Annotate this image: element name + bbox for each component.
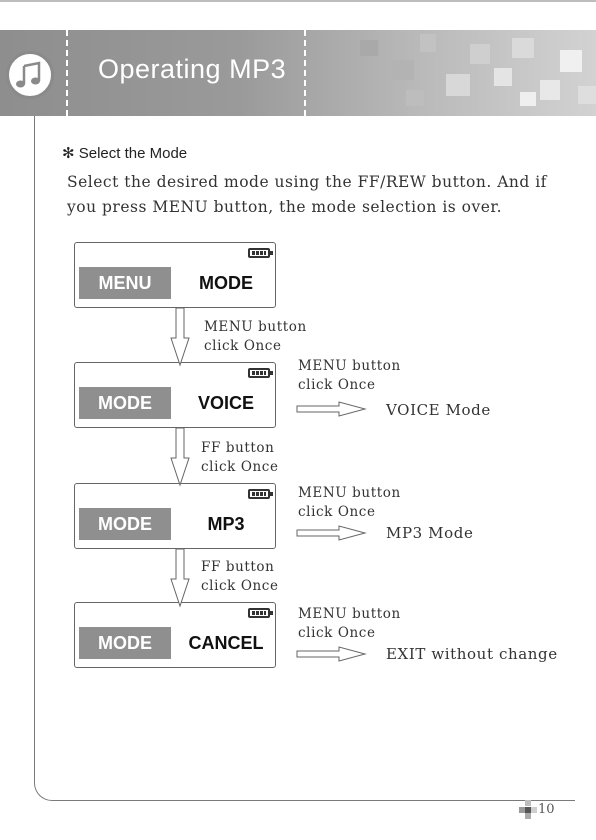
step-caption: FF button click Once <box>201 440 279 475</box>
page-mosaic-icon <box>519 800 537 819</box>
lcd-left-label: MODE <box>79 508 171 540</box>
lcd-left-label: MODE <box>79 627 171 659</box>
battery-icon <box>248 368 273 378</box>
right-arrow-icon <box>296 401 367 417</box>
section-heading: ✻ Select the Mode <box>62 144 187 162</box>
down-arrow-icon <box>170 548 190 608</box>
page-title: Operating MP3 <box>98 54 287 84</box>
lcd-left-label: MENU <box>79 267 171 299</box>
battery-icon <box>248 608 273 618</box>
music-note-icon <box>6 51 54 99</box>
right-arrow-icon <box>296 525 367 541</box>
result-caption: MENU button click Once <box>298 485 401 520</box>
lcd-screen-voice: MODE VOICE <box>74 362 276 428</box>
lcd-screen-menu: MENU MODE <box>74 242 276 308</box>
page-number-badge: 10 <box>518 800 568 822</box>
battery-icon <box>248 248 273 258</box>
section-heading-text: Select the Mode <box>78 145 188 162</box>
content-frame <box>34 116 575 801</box>
lcd-right-label: MODE <box>199 273 253 293</box>
down-arrow-icon <box>170 427 190 487</box>
intro-paragraph: Select the desired mode using the FF/REW… <box>67 173 547 216</box>
asterisk-bullet: ✻ <box>62 145 75 162</box>
banner-mosaic <box>360 34 596 106</box>
header-banner: Operating MP3 <box>0 30 596 116</box>
lcd-right-label: MP3 <box>207 514 245 534</box>
lcd-right-label: CANCEL <box>188 633 264 653</box>
page-number: 10 <box>538 802 555 817</box>
outcome-exit: EXIT without change <box>386 645 558 663</box>
result-caption: MENU button click Once <box>298 606 401 641</box>
lcd-screen-cancel: MODE CANCEL <box>74 602 276 668</box>
outcome-mp3: MP3 Mode <box>386 524 474 542</box>
banner-dash-left <box>66 30 68 116</box>
down-arrow-icon <box>170 307 190 367</box>
battery-icon <box>248 489 273 499</box>
right-arrow-icon <box>296 646 367 662</box>
lcd-screen-mp3: MODE MP3 <box>74 483 276 549</box>
step-caption: MENU button click Once <box>204 319 307 354</box>
top-rule <box>0 0 596 2</box>
result-caption: MENU button click Once <box>298 358 401 393</box>
step-caption: FF button click Once <box>201 559 279 594</box>
lcd-right-label: VOICE <box>197 393 254 413</box>
banner-background <box>0 30 596 116</box>
banner-dash-right <box>304 30 306 116</box>
outcome-voice: VOICE Mode <box>386 401 491 419</box>
lcd-left-label: MODE <box>79 387 171 419</box>
